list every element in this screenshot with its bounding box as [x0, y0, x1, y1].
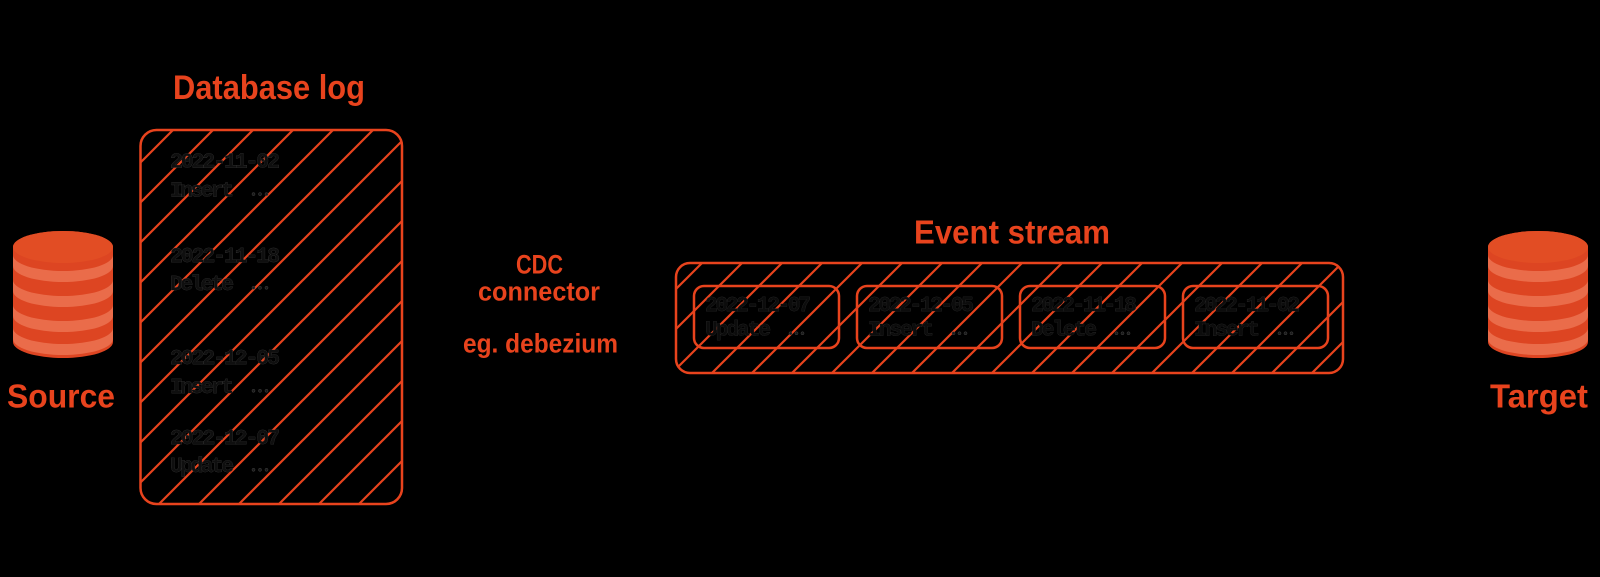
svg-text:Insert: Insert [170, 179, 234, 203]
svg-text:2022-11-02: 2022-11-02 [170, 151, 280, 175]
svg-text:Insert: Insert [868, 319, 934, 343]
svg-text:2022-12-05: 2022-12-05 [170, 347, 280, 371]
svg-text:2022-12-07: 2022-12-07 [170, 427, 280, 451]
svg-text:Database log: Database log [173, 69, 365, 107]
svg-text:Update: Update [170, 455, 234, 479]
svg-text:2022-11-18: 2022-11-18 [1031, 294, 1137, 318]
svg-text:2022-12-05: 2022-12-05 [868, 294, 974, 318]
svg-text:Source: Source [7, 378, 115, 415]
svg-text:eg. debezium: eg. debezium [463, 329, 618, 359]
svg-text:Target: Target [1490, 378, 1588, 415]
svg-text:2022-11-18: 2022-11-18 [170, 245, 280, 269]
svg-text:Update: Update [705, 319, 771, 343]
svg-text:Delete: Delete [1031, 319, 1097, 343]
svg-text:2022-11-02: 2022-11-02 [1194, 294, 1300, 318]
svg-text:CDC: CDC [516, 250, 563, 280]
svg-text:connector: connector [478, 277, 600, 307]
svg-text:Insert: Insert [1194, 319, 1260, 343]
svg-text:2022-12-07: 2022-12-07 [705, 294, 811, 318]
svg-text:Delete: Delete [170, 273, 234, 297]
svg-text:Event stream: Event stream [914, 214, 1110, 251]
svg-text:Insert: Insert [170, 376, 234, 400]
